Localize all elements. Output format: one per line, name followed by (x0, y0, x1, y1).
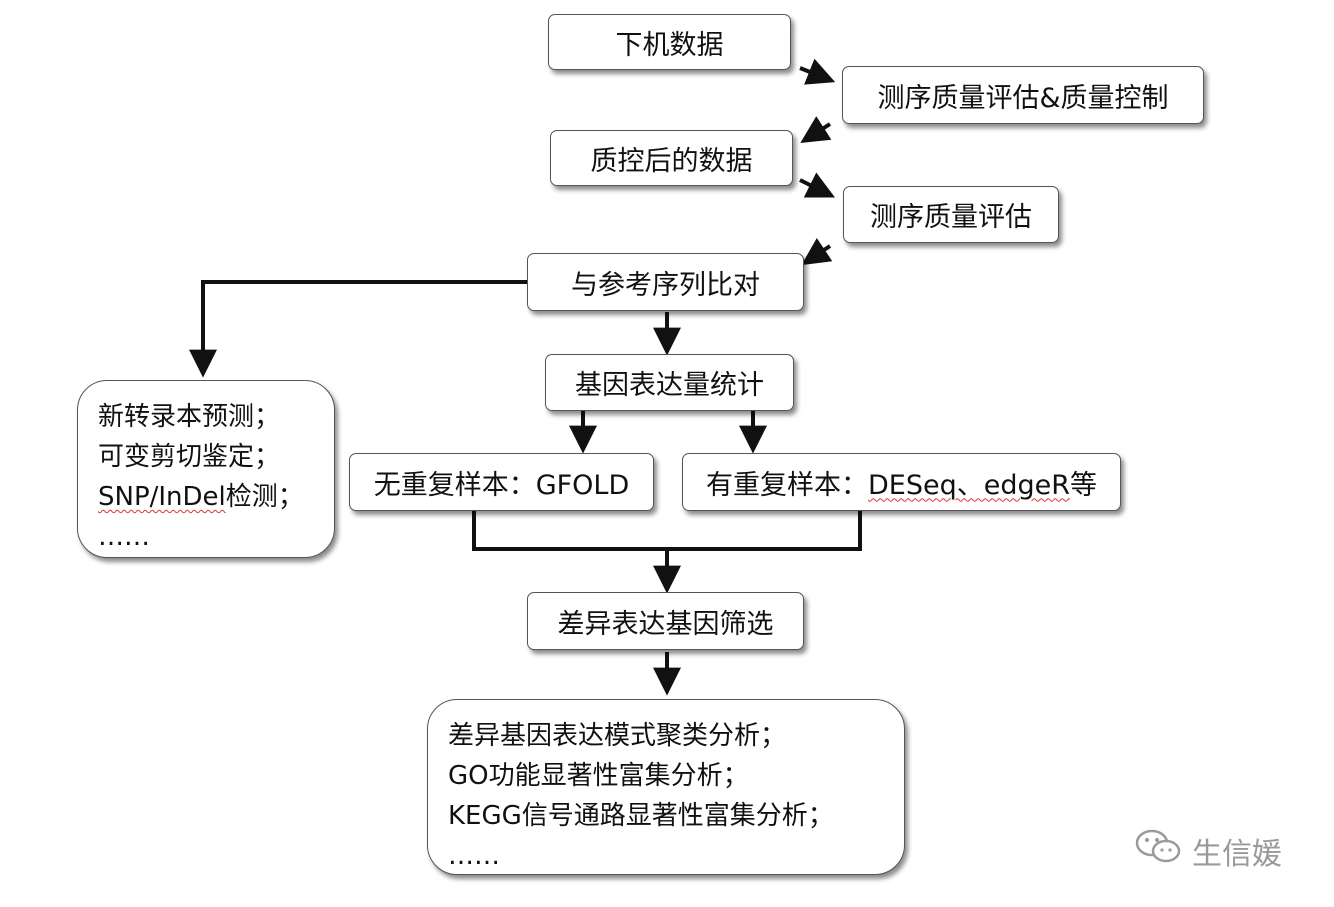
with-replicate-prefix: 有重复样本： (706, 469, 868, 501)
arrow-qc-to-clean (800, 116, 832, 144)
node-raw-data-label: 下机数据 (615, 29, 724, 61)
node-clean-data-label: 质控后的数据 (590, 145, 753, 177)
node-align-label: 与参考序列比对 (571, 269, 760, 301)
node-no-replicate-label: 无重复样本：GFOLD (373, 469, 630, 501)
node-raw-data: 下机数据 (548, 14, 791, 70)
wechat-icon (1134, 828, 1184, 874)
node-deg-screen-label: 差异表达基因筛选 (557, 608, 774, 640)
node-with-replicate: 有重复样本：DESeq、edgeR等 (682, 453, 1121, 511)
node-qc-assess-label: 测序质量评估 (870, 202, 1032, 233)
node-expr-stats: 基因表达量统计 (545, 354, 794, 411)
arrow-clean-to-assess (799, 172, 836, 198)
side-box-line-3-rest: 检测； (225, 482, 304, 512)
arrow-assess-to-align (801, 237, 833, 266)
analysis-box-line-3: KEGG信号通路显著性富集分析； (448, 801, 834, 831)
node-clean-data: 质控后的数据 (550, 130, 793, 186)
node-qc-assess: 测序质量评估 (843, 186, 1059, 243)
side-box-novel-analysis: 新转录本预测； 可变剪切鉴定； SNP/InDel检测； …… (77, 380, 335, 558)
with-replicate-tools: DESeq、edgeR (868, 469, 1070, 501)
arrow-raw-to-qc (799, 58, 836, 85)
node-no-replicate: 无重复样本：GFOLD (349, 453, 654, 511)
side-box-line-1: 新转录本预测； (98, 402, 281, 432)
node-with-replicate-label: 有重复样本：DESeq、edgeR等 (706, 463, 1097, 502)
analysis-box: 差异基因表达模式聚类分析； GO功能显著性富集分析； KEGG信号通路显著性富集… (427, 699, 905, 875)
analysis-box-line-4: …… (448, 841, 500, 871)
side-box-line-2: 可变剪切鉴定； (98, 442, 281, 472)
side-box-line-3: SNP/InDel检测； (98, 477, 304, 517)
node-deg-screen: 差异表达基因筛选 (527, 592, 804, 650)
node-qc-assess-control-label: 测序质量评估&质量控制 (877, 82, 1169, 114)
side-box-line-4: …… (98, 522, 150, 552)
side-box-snp-indel: SNP/InDel (98, 482, 226, 512)
watermark-text: 生信媛 (1192, 837, 1282, 872)
node-expr-stats-label: 基因表达量统计 (575, 370, 764, 401)
analysis-box-line-2: GO功能显著性富集分析； (448, 761, 749, 791)
analysis-box-line-1: 差异基因表达模式聚类分析； (448, 721, 787, 751)
node-qc-assess-control: 测序质量评估&质量控制 (842, 66, 1204, 124)
with-replicate-suffix: 等 (1070, 469, 1097, 501)
arrow-align-to-side (189, 280, 527, 378)
watermark: 生信媛 (1134, 828, 1282, 874)
node-align: 与参考序列比对 (527, 253, 804, 311)
merge-bracket (472, 510, 862, 551)
